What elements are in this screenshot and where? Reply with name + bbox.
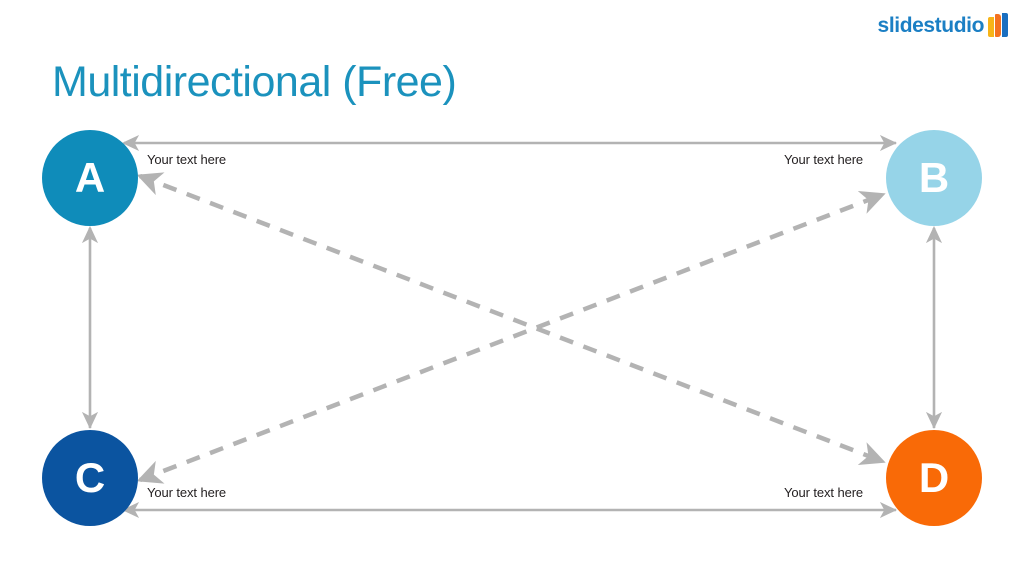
edge-label-bottom-left[interactable]: Your text here	[147, 485, 227, 500]
slidestudio-bars-icon	[988, 13, 1008, 37]
edge-label-bottom-right[interactable]: Your text here	[784, 485, 864, 500]
connector-a-d	[136, 172, 886, 465]
logo-wordmark: slidestudio	[877, 13, 985, 37]
slide-title: Multidirectional (Free)	[52, 58, 457, 106]
logo-bar-yellow	[988, 17, 994, 37]
node-d-label: D	[918, 454, 950, 501]
node-b[interactable]: B	[886, 130, 982, 226]
logo-bar-orange	[995, 14, 1001, 37]
node-a-label: A	[74, 154, 106, 201]
edge-label-top-right[interactable]: Your text here	[784, 152, 864, 167]
node-c[interactable]: C	[42, 430, 138, 526]
logo-bar-blue	[1002, 13, 1008, 37]
node-d[interactable]: D	[886, 430, 982, 526]
edge-label-top-left[interactable]: Your text here	[147, 152, 227, 167]
node-b-label: B	[918, 154, 950, 201]
node-a[interactable]: A	[42, 130, 138, 226]
node-c-label: C	[74, 454, 106, 501]
connector-c-b	[136, 191, 886, 484]
slidestudio-logo[interactable]: slidestudio	[878, 13, 1008, 37]
